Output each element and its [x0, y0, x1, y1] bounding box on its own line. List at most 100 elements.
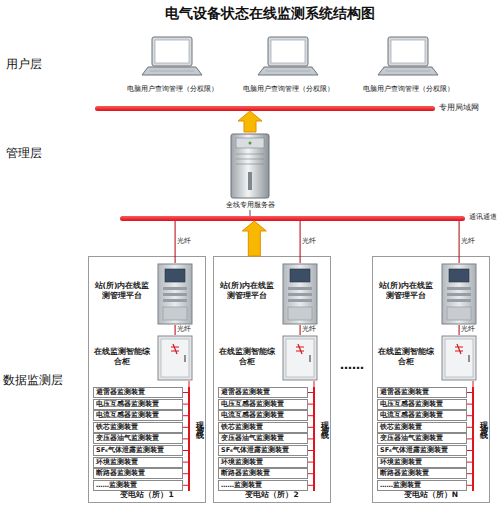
edge-label: 光纤 — [461, 325, 475, 334]
cabinet-icon-part — [447, 307, 471, 320]
substation-box: 变电站（所）2 站(所)内在线监测管理平台在线监测智能综合柜避雷器监测装置电压互感… — [213, 256, 331, 503]
monitor-device-box: 电流互感器监测装置 — [218, 410, 308, 421]
laptop-icon — [378, 36, 438, 76]
node-text: 铁芯监测装置 — [380, 423, 422, 432]
node-text: 变电站（所）N — [373, 490, 489, 500]
substation-box: 变电站（所）1站(所)内在线监测管理平台在线监测智能综合柜避雷器监测装置电压互感… — [88, 256, 206, 503]
cabinet-icon-part — [455, 344, 463, 354]
node-text: 环境监测装置 — [380, 458, 422, 467]
cabinet-icon-part — [161, 339, 189, 377]
cabinet-icon — [282, 263, 318, 325]
monitor-device-box: 电压互感器监测装置 — [377, 399, 467, 410]
server-icon-part — [248, 172, 252, 190]
node-text: SF₆气体泄露监测装置 — [380, 446, 448, 455]
edge-label: 光纤 — [302, 237, 316, 246]
fieldbus-line: 现场总线 — [472, 387, 474, 491]
node-text: 铁芯监测装置 — [96, 423, 138, 432]
cabinet-icon-part — [163, 293, 187, 296]
node-text: 变电站（所）2 — [214, 490, 330, 500]
node-text: 电压互感器监测装置 — [380, 400, 443, 409]
node-text: ……监测装置 — [380, 481, 421, 490]
node-text: 电脑用户查询管理（分权限） — [358, 84, 458, 94]
node-text: ……监测装置 — [96, 481, 137, 490]
laptop-icon-part — [258, 67, 318, 75]
cabinet-icon — [282, 335, 318, 381]
node-text: 电流互感器监测装置 — [380, 411, 443, 420]
node-text: 全线专用服务器 — [205, 200, 295, 210]
monitor-device-box: ……监测装置 — [218, 480, 308, 491]
node-text: 电压互感器监测装置 — [221, 400, 284, 409]
laptop-icon-part — [388, 37, 428, 66]
cabinet-icon-part — [468, 355, 470, 362]
monitor-device-box: 电流互感器监测装置 — [377, 410, 467, 421]
monitor-device-box: 环境监测装置 — [377, 457, 467, 468]
server-icon-part — [236, 159, 264, 160]
edge-label: 光纤 — [177, 325, 191, 334]
monitor-device-box: 电压互感器监测装置 — [218, 399, 308, 410]
node-text: 避雷器监测装置 — [96, 388, 145, 397]
cabinet-icon-part — [447, 293, 471, 296]
node-text: 环境监测装置 — [96, 458, 138, 467]
monitor-device-box: 变压器油气监测装置 — [218, 433, 308, 444]
cabinet-icon-part — [449, 269, 469, 282]
laptop-icon — [142, 36, 202, 76]
cabinet-icon-part — [163, 299, 187, 302]
node-text: 电压互感器监测装置 — [96, 400, 159, 409]
edge-label: 光纤 — [302, 325, 316, 334]
node-text: 站(所)内在线监测管理平台 — [377, 281, 435, 301]
laptop-icon — [258, 36, 318, 76]
network-bus: 专用局域网 — [95, 106, 435, 111]
node-text: 现场总线 — [477, 415, 488, 427]
laptop-icon-part — [271, 40, 305, 63]
laptop-icon-part — [150, 71, 194, 72]
layer-label: 用户层 — [6, 56, 42, 73]
server-icon-part — [236, 154, 264, 155]
node-text: 避雷器监测装置 — [221, 388, 270, 397]
node-text: SF₆气体泄露监测装置 — [96, 446, 164, 455]
cabinet-icon — [441, 263, 477, 325]
cabinet-icon-part — [288, 299, 312, 302]
cabinet-icon-part — [288, 287, 312, 290]
platform-cabinet: 站(所)内在线监测管理平台 — [377, 263, 485, 325]
laptop-icon-part — [266, 71, 310, 72]
cabinet-icon-part — [158, 336, 192, 380]
node-text: 变压器油气监测装置 — [96, 434, 159, 443]
cabinet-icon-part — [283, 336, 317, 380]
edge-label: 光纤 — [177, 237, 191, 246]
cabinet-icon-part — [286, 339, 314, 377]
node-text: 断路器监测装置 — [96, 469, 145, 478]
node-text: 现场总线 — [318, 415, 329, 427]
cabinet-icon-part — [158, 264, 192, 324]
node-text: 变压器油气监测装置 — [380, 434, 443, 443]
node-text: 避雷器监测装置 — [380, 388, 429, 397]
node-text: SF₆气体泄露监测装置 — [221, 446, 289, 455]
server-icon-part — [236, 138, 264, 148]
network-bus: 通讯通道 — [120, 216, 465, 221]
fieldbus-line: 现场总线 — [188, 387, 190, 491]
node-text: 现场总线 — [193, 415, 204, 427]
cabinet-icon-part — [445, 339, 473, 377]
laptop-icon-part — [142, 67, 202, 75]
laptop-icon-part — [152, 37, 192, 66]
connector — [242, 221, 266, 256]
node-text: 专用局域网 — [439, 102, 479, 113]
integrated-cabinet: 在线监测智能综合柜 — [218, 335, 326, 381]
layer-label: 管理层 — [6, 145, 42, 162]
node-text: 通讯通道 — [469, 212, 497, 222]
node-text: 站(所)内在线监测管理平台 — [218, 281, 276, 301]
user-laptop: 电脑用户查询管理（分权限） — [238, 36, 338, 94]
monitor-device-box: SF₆气体泄露监测装置 — [93, 445, 183, 456]
node-text: 变压器油气监测装置 — [221, 434, 284, 443]
server-icon — [227, 132, 273, 200]
monitor-device-box: SF₆气体泄露监测装置 — [218, 445, 308, 456]
monitor-device-box: 铁芯监测装置 — [93, 422, 183, 433]
monitor-device-box: 变压器油气监测装置 — [377, 433, 467, 444]
monitor-device-box: 断路器监测装置 — [377, 468, 467, 479]
monitor-device-box: 铁芯监测装置 — [377, 422, 467, 433]
laptop-icon-part — [378, 67, 438, 75]
node-text: 铁芯监测装置 — [221, 423, 263, 432]
monitor-device-box: SF₆气体泄露监测装置 — [377, 445, 467, 456]
laptop-icon-part — [155, 40, 189, 63]
monitor-device-box: 变压器油气监测装置 — [93, 433, 183, 444]
